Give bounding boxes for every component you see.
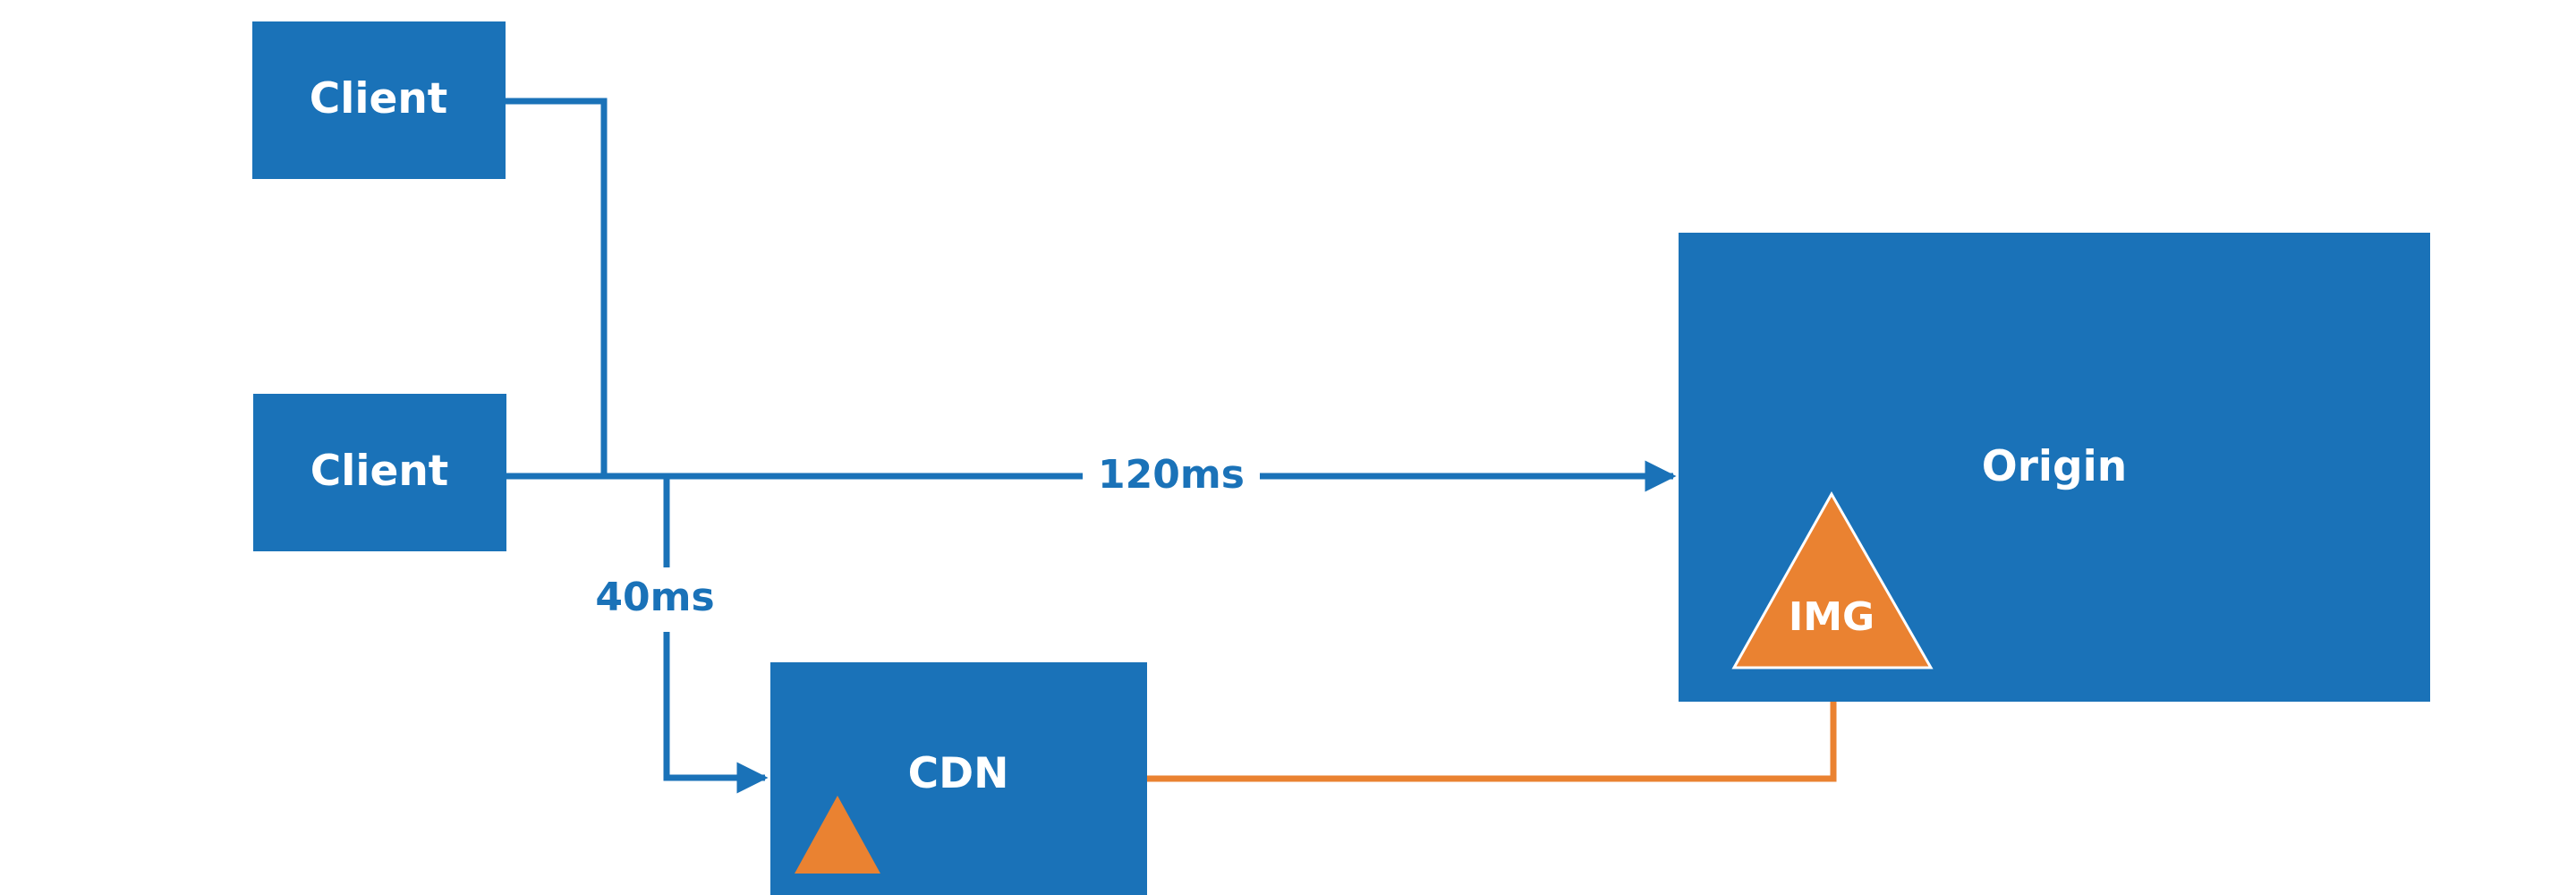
origin-image-label: IMG bbox=[1789, 594, 1875, 640]
client-top-node: Client bbox=[252, 21, 506, 179]
client-top-connector bbox=[506, 98, 608, 476]
origin-image-icon bbox=[1731, 490, 1934, 669]
client-top-box bbox=[252, 21, 506, 179]
origin-node: Origin IMG bbox=[1679, 233, 2430, 702]
client-to-origin-latency: 120ms bbox=[1098, 452, 1245, 498]
client-bottom-node: Client bbox=[253, 394, 506, 551]
cdn-cached-image-icon bbox=[795, 796, 880, 874]
client-bottom-box bbox=[253, 394, 506, 551]
client-to-cdn-latency: 40ms bbox=[595, 575, 714, 620]
client-to-cdn-arrow bbox=[663, 632, 769, 794]
client-bottom-label: Client bbox=[310, 447, 449, 496]
origin-label: Origin bbox=[1982, 442, 2127, 491]
cdn-node: CDN bbox=[770, 662, 1147, 895]
client-top-label: Client bbox=[310, 74, 448, 124]
cdn-label: CDN bbox=[908, 749, 1009, 798]
connectors bbox=[506, 98, 1677, 794]
